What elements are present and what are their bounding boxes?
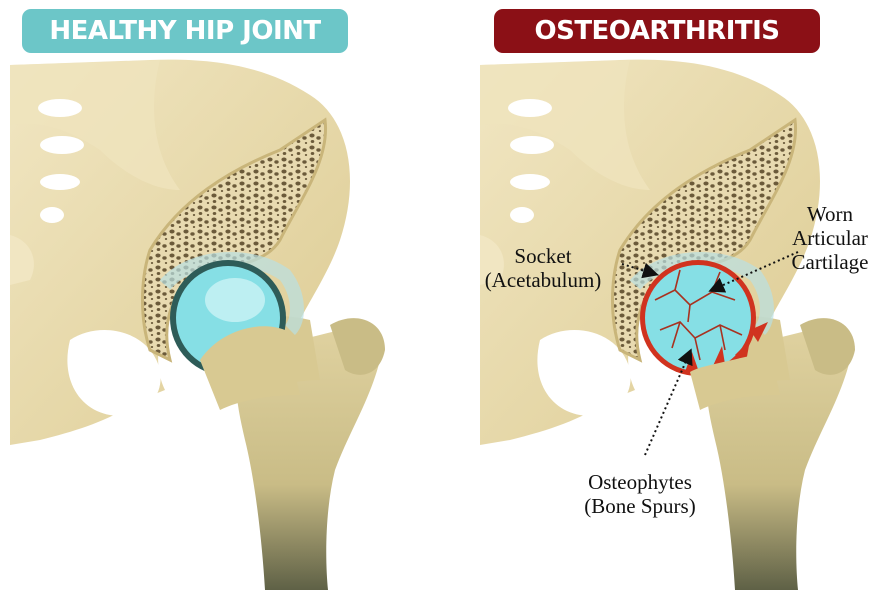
sacral-foramen [508,99,552,117]
cartilage-label: Worn Articular Cartilage [780,202,880,274]
sacral-foramen [510,136,554,154]
spurs-label-line1: Osteophytes [560,470,720,494]
socket-label-line2: (Acetabulum) [468,268,618,292]
spurs-label-line2: (Bone Spurs) [560,494,720,518]
osteoarthritis-panel: OSTEOARTHRITIS Socket (Acetabulum) Worn … [450,0,880,590]
sacral-foramen [40,174,80,190]
healthy-panel: HEALTHY HIP JOINT [0,0,430,590]
spurs-pointer [645,352,690,455]
osteoarthritis-title: OSTEOARTHRITIS [534,16,779,46]
worn-cartilage [645,265,751,371]
cartilage-label-line3: Cartilage [780,250,880,274]
spurs-label: Osteophytes (Bone Spurs) [560,470,720,518]
sacral-foramen [510,174,550,190]
sacral-foramen [40,207,64,223]
sacral-foramen [38,99,82,117]
socket-label: Socket (Acetabulum) [468,244,618,292]
healthy-title-banner: HEALTHY HIP JOINT [22,9,348,53]
healthy-hip-illustration [0,0,430,590]
healthy-title: HEALTHY HIP JOINT [49,16,320,46]
osteoarthritis-title-banner: OSTEOARTHRITIS [494,9,820,53]
cartilage-highlight [205,278,265,322]
cartilage-label-line1: Worn [780,202,880,226]
sacral-foramen [40,136,84,154]
cartilage-label-line2: Articular [780,226,880,250]
sacral-foramen [510,207,534,223]
socket-label-line1: Socket [468,244,618,268]
